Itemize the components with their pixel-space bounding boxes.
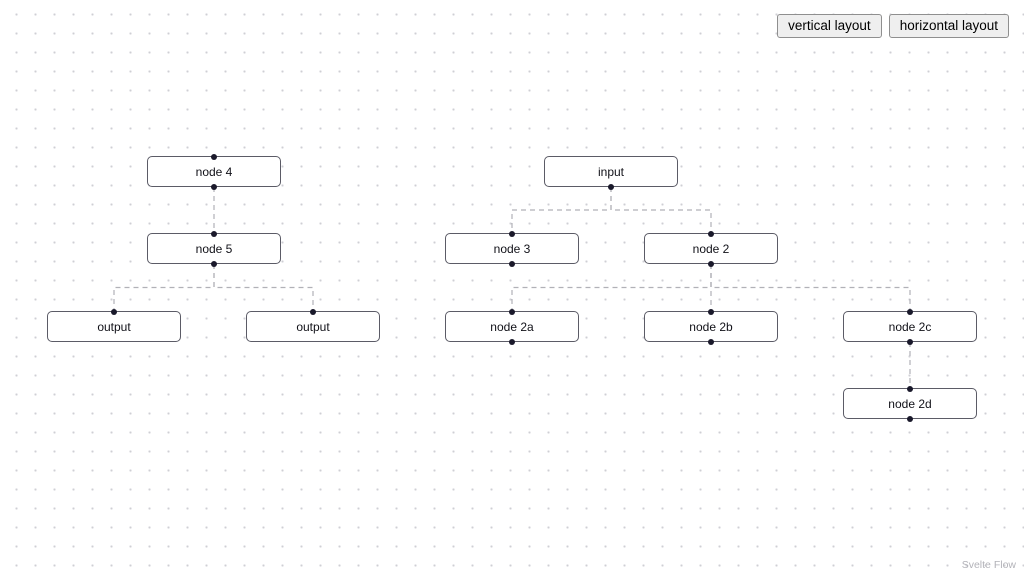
connection-handle-top[interactable] [310,308,316,315]
connection-handle-bottom[interactable] [211,260,217,267]
edge-2-2a[interactable] [511,264,712,311]
connection-handle-top[interactable] [111,308,117,315]
connection-handle-top[interactable] [211,230,217,237]
flow-node-2d[interactable]: node 2d [843,385,977,422]
connection-handle-bottom[interactable] [608,183,614,190]
edge-5-7[interactable] [213,264,314,311]
flow-node-2[interactable]: node 2 [644,230,778,267]
flow-node-2a[interactable]: node 2a [445,308,579,345]
flow-node-3[interactable]: node 3 [445,230,579,267]
node-label: node 5 [195,241,233,256]
connection-handle-bottom[interactable] [907,415,913,422]
connection-handle-top[interactable] [509,230,515,237]
flow-node-2b[interactable]: node 2b [644,308,778,345]
connection-handle-bottom[interactable] [708,260,714,267]
node-label: node 3 [493,241,531,256]
flow-node-6[interactable]: output [47,308,181,342]
node-label: output [97,319,131,334]
connection-handle-bottom[interactable] [907,338,913,345]
node-label: node 2 [692,241,730,256]
connection-handle-bottom[interactable] [211,183,217,190]
edge-5-6[interactable] [113,264,215,311]
node-label: node 2b [689,319,733,334]
connection-handle-bottom[interactable] [509,260,515,267]
node-label: input [597,164,625,179]
connection-handle-bottom[interactable] [509,338,515,345]
connection-handle-top[interactable] [509,308,515,315]
edge-1-3[interactable] [511,187,612,233]
connection-handle-top[interactable] [708,308,714,315]
flow-node-7[interactable]: output [246,308,380,342]
svelte-flow-attribution[interactable]: Svelte Flow [961,559,1016,571]
edge-1-2[interactable] [610,187,712,233]
connection-handle-bottom[interactable] [708,338,714,345]
connection-handle-top[interactable] [708,230,714,237]
flow-node-1[interactable]: input [544,156,678,190]
horizontal-layout-button[interactable]: horizontal layout [888,14,1009,38]
vertical-layout-button[interactable]: vertical layout [777,14,882,38]
flow-node-4[interactable]: node 4 [147,153,281,190]
node-label: node 4 [195,164,233,179]
connection-handle-top[interactable] [907,385,913,392]
layout-panel: vertical layout horizontal layout [777,14,1009,38]
node-label: output [296,319,330,334]
node-label: node 2c [888,319,932,334]
connection-handle-top[interactable] [907,308,913,315]
edge-2-2c[interactable] [710,264,911,311]
connection-handle-top[interactable] [211,153,217,160]
flow-node-2c[interactable]: node 2c [843,308,977,345]
node-label: node 2d [888,396,932,411]
flow-node-5[interactable]: node 5 [147,230,281,267]
node-label: node 2a [490,319,534,334]
